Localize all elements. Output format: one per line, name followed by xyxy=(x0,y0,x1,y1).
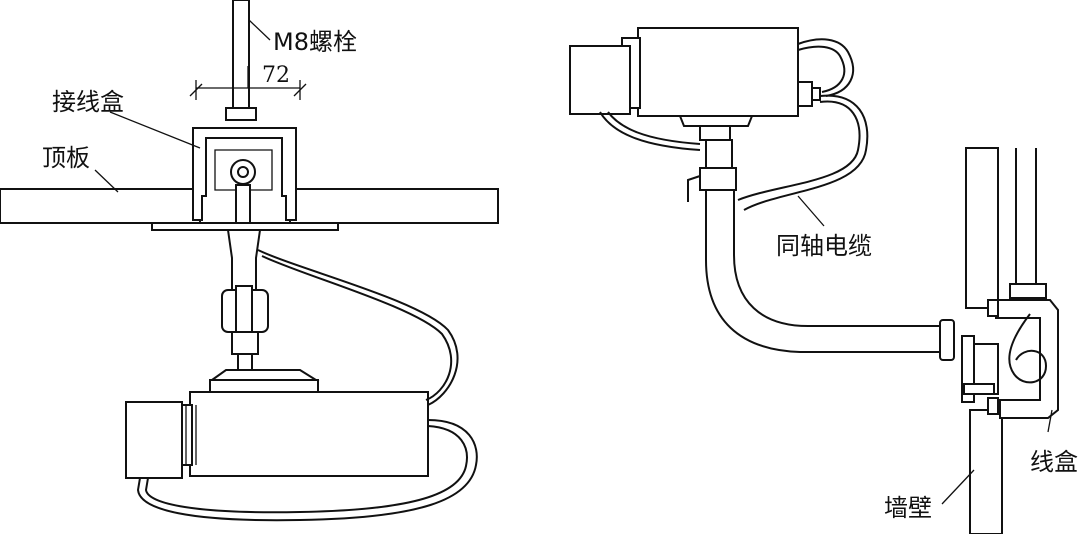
camera-top-cable xyxy=(797,38,854,97)
wall-leader xyxy=(941,469,975,505)
ceiling-cable-upper xyxy=(257,249,459,406)
ceiling-leader xyxy=(94,169,119,193)
camera-bottom-cable xyxy=(599,111,701,151)
coax-cable-outer xyxy=(743,94,869,211)
bolt-leader xyxy=(248,19,271,41)
wall-label: 墙壁 xyxy=(884,494,932,522)
coax-cable-inner xyxy=(737,100,861,201)
wall-mount-figure: 同轴电缆 线盒 墙壁 xyxy=(569,27,1078,534)
wall xyxy=(965,147,1037,534)
wall-camera xyxy=(569,27,821,202)
dimension-72: 72 xyxy=(189,63,307,100)
junction-box xyxy=(192,127,297,224)
ceiling-cable-lower xyxy=(136,419,478,522)
mount-plate xyxy=(151,222,339,231)
ceiling-cable-lower-inner xyxy=(144,425,468,514)
bolt-label: M8螺栓 xyxy=(273,28,357,56)
junction-box-leader xyxy=(109,111,201,149)
wire-box-label: 线盒 xyxy=(1030,448,1078,476)
arm-flange xyxy=(939,319,955,361)
ceiling-mount-figure: 72 M8螺栓 接线盒 顶板 xyxy=(0,0,499,522)
arm-pipe-outer xyxy=(705,190,948,353)
wire-box xyxy=(961,283,1059,419)
coax-leader xyxy=(797,195,825,227)
ceiling-label: 顶板 xyxy=(42,144,90,172)
camera-bottom-cable-inner xyxy=(607,111,701,145)
ceiling-cable-upper-inner xyxy=(261,255,453,401)
m8-bolt xyxy=(225,0,257,139)
dimension-label: 72 xyxy=(262,63,290,88)
junction-box-label: 接线盒 xyxy=(52,88,124,116)
wire-box-leader xyxy=(1047,409,1053,433)
coax-label: 同轴电缆 xyxy=(776,232,872,260)
arm-pipe-inner xyxy=(733,190,948,327)
camera-top-cable-inner xyxy=(797,45,846,93)
ceiling-camera xyxy=(125,369,429,479)
bracket-stem xyxy=(221,229,269,371)
